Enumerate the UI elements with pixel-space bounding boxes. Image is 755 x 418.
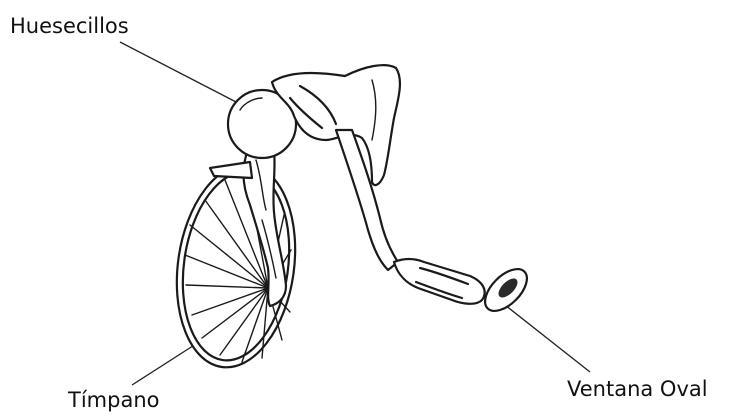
label-timpano: Tímpano xyxy=(68,388,159,412)
label-huesecillos: Huesecillos xyxy=(10,14,129,38)
leader-line-huesecillos xyxy=(120,42,238,103)
leader-line-ventana-oval xyxy=(505,305,590,372)
stapes-shape xyxy=(394,259,534,318)
eardrum-shape xyxy=(164,157,307,375)
label-ventana-oval: Ventana Oval xyxy=(567,377,708,401)
